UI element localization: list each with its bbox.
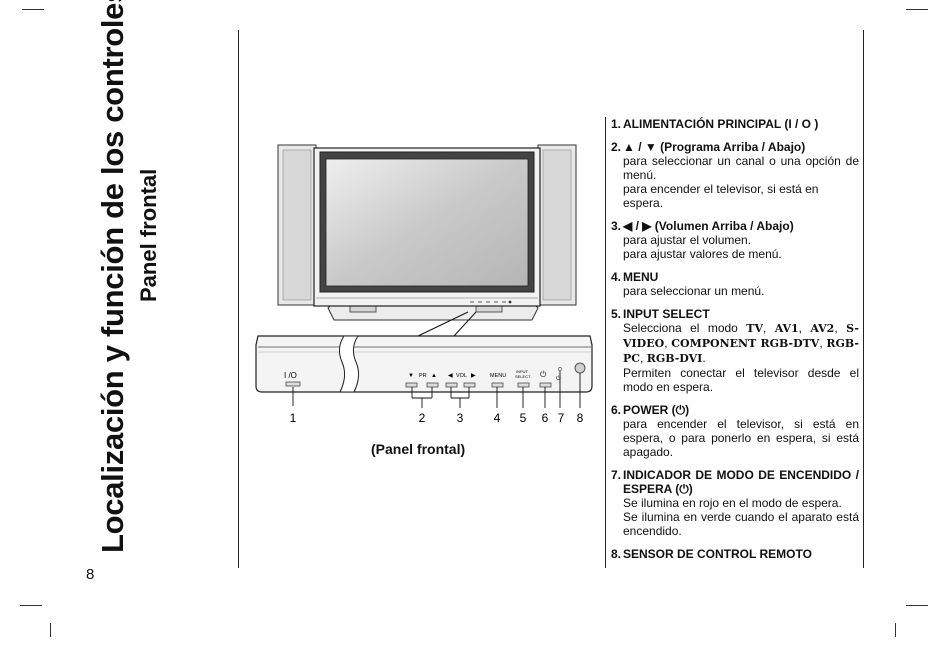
crop-mark [906, 9, 928, 10]
right-column-rule [863, 30, 864, 568]
item-text: para ajustar valores de menú. [623, 247, 782, 261]
front-panel-illustration: I /O ▼ PR ▲ ◀ VOL ▶ MENU INPUT SELECT ⏻ … [255, 144, 593, 425]
list-item: 5. INPUT SELECT Selecciona el modo TV, A… [611, 307, 859, 394]
left-column-rule [238, 30, 239, 568]
item-text: para seleccionar un menú. [623, 284, 765, 298]
item-text: Permiten conectar el televisor desde el … [623, 366, 859, 394]
item-title: INPUT SELECT [623, 307, 710, 321]
crop-mark [50, 623, 51, 637]
item-number: 6. [611, 403, 622, 417]
crop-mark [20, 605, 42, 606]
item-number: 5. [611, 307, 622, 321]
callout-5: 5 [520, 411, 527, 425]
item-title: SENSOR DE CONTROL REMOTO [623, 547, 812, 561]
item-text: Se ilumina en verde cuando el aparato es… [623, 510, 859, 538]
item-number: 1. [611, 117, 622, 131]
callout-3: 3 [457, 411, 464, 425]
controls-list: 1. ALIMENTACIÓN PRINCIPAL (I / O ) 2. ▲ … [611, 117, 859, 570]
item-title: ALIMENTACIÓN PRINCIPAL (I / O ) [623, 117, 819, 131]
svg-text:◀: ◀ [448, 373, 453, 379]
list-item: 1. ALIMENTACIÓN PRINCIPAL (I / O ) [611, 117, 859, 131]
page-subtitle: Panel frontal [136, 168, 161, 302]
page-number: 8 [86, 566, 95, 583]
figure-caption: (Panel frontal) [371, 441, 466, 457]
panel-input-label: INPUT [516, 369, 529, 374]
item-text: Se ilumina en rojo en el modo de espera. [623, 496, 842, 510]
item-title: MENU [623, 270, 659, 284]
crop-mark [895, 623, 896, 637]
list-item: 4. MENU para seleccionar un menú. [611, 270, 859, 298]
item-number: 4. [611, 270, 622, 284]
panel-pr-label: PR [419, 373, 427, 379]
svg-text:▼: ▼ [408, 373, 414, 379]
list-item: 7. INDICADOR DE MODO DE ENCENDIDO / ESPE… [611, 468, 859, 538]
list-item: 3. ◀ / ▶ (Volumen Arriba / Abajo) para a… [611, 219, 859, 261]
item-number: 7. [611, 468, 622, 482]
tv-set-illustration [277, 144, 577, 321]
list-item: 8. SENSOR DE CONTROL REMOTO [611, 547, 859, 561]
callout-7: 7 [558, 411, 565, 425]
callout-2: 2 [419, 411, 426, 425]
item-title: POWER (⏻) [623, 403, 690, 417]
panel-menu-label: MENU [490, 373, 506, 379]
svg-text:▲: ▲ [431, 373, 437, 379]
list-item: 2. ▲ / ▼ (Programa Arriba / Abajo) para … [611, 140, 859, 210]
panel-power-label: I /O [284, 371, 297, 380]
item-text: para encender el televisor, si está en e… [623, 182, 819, 210]
panel-vol-label: VOL [456, 373, 467, 379]
callout-1: 1 [290, 411, 297, 425]
item-text: para seleccionar un canal o una opción d… [623, 154, 859, 182]
svg-text:⏻: ⏻ [540, 370, 547, 379]
item-text: para ajustar el volumen. [623, 233, 752, 247]
item-title: INDICADOR DE MODO DE ENCENDIDO / ESPERA … [623, 468, 859, 496]
list-item: 6. POWER (⏻) para encender el televisor,… [611, 403, 859, 459]
callout-6: 6 [542, 411, 549, 425]
crop-mark [906, 605, 928, 606]
callout-4: 4 [494, 411, 501, 425]
input-modes-text: Selecciona el modo TV, AV1, AV2, S-VIDEO… [623, 321, 859, 365]
item-number: 2. [611, 140, 622, 154]
crop-mark [22, 9, 44, 10]
item-title: ◀ / ▶ (Volumen Arriba / Abajo) [623, 219, 794, 233]
front-panel-strip: I /O ▼ PR ▲ ◀ VOL ▶ MENU INPUT SELECT ⏻ … [255, 335, 593, 393]
panel-select-label: SELECT [515, 374, 531, 379]
svg-text:⏻: ⏻ [556, 375, 561, 382]
callout-8: 8 [577, 411, 584, 425]
item-text: para encender el televisor, si está en e… [623, 417, 859, 459]
list-divider-rule [605, 117, 606, 568]
svg-text:▶: ▶ [471, 373, 476, 379]
item-title: ▲ / ▼ (Programa Arriba / Abajo) [623, 140, 806, 154]
item-number: 3. [611, 219, 622, 233]
item-number: 8. [611, 547, 622, 561]
